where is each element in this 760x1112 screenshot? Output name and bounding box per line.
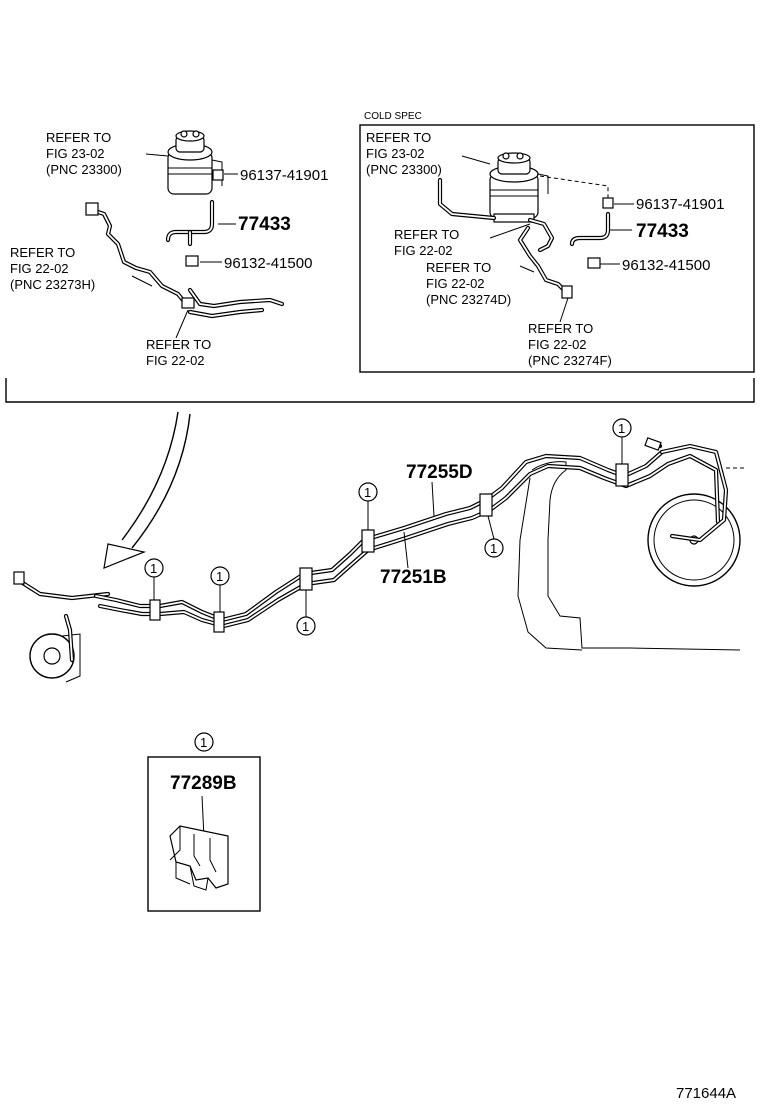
cold-part-hose-label: 77433 [636,221,689,242]
cold-refer-filter-line2: FIG 23-02 [366,146,425,161]
svg-text:1: 1 [490,541,497,556]
part-clip-label: 96132-41500 [224,255,312,272]
clamp-marker-1d [361,529,375,553]
tube-end-fitting-icon [85,202,99,216]
refer-filter-line1: REFER TO [46,130,111,145]
rear-drum-icon [647,493,741,587]
cold-refer-tube-d-line2: FIG 22-02 [426,276,485,291]
figure-id: 771644A [676,1085,736,1102]
cold-refer-filter-line3: (PNC 23300) [366,162,442,177]
clamp-marker-1e [479,493,493,517]
svg-text:1: 1 [302,619,309,634]
cold-hose-clamp-icon [602,197,614,209]
clip-icon [185,255,199,267]
cold-part-hose-clamp-label: 96137-41901 [636,196,724,213]
part-clamp-label: 77289B [170,773,237,794]
svg-text:1: 1 [150,561,157,576]
cold-spec-title: COLD SPEC [364,111,422,122]
section-separator [5,378,755,403]
main-fuel-line-diagram: 1 1 1 1 1 1 77255D 77251B [13,411,744,683]
svg-text:1: 1 [618,421,625,436]
cold-tube-end-icon [561,285,573,299]
cold-refer-filter-line1: REFER TO [366,130,431,145]
clamp-marker-1a [149,599,161,621]
svg-text:1: 1 [216,569,223,584]
cold-spec-box: COLD SPEC [359,111,755,373]
cold-refer-joint-line1: REFER TO [394,227,459,242]
refer-tube-line3: (PNC 23273H) [10,277,95,292]
detail-marker: 1 [200,735,207,750]
top-left-subdiagram: REFER TO FIG 23-02 (PNC 23300) 96137-419… [10,130,328,368]
refer-joint-line2: FIG 22-02 [146,353,205,368]
cold-tube-23274d-icon [517,225,569,295]
svg-text:1: 1 [364,485,371,500]
clamp-marker-1c [299,567,313,591]
clamp-detail: 1 77289B [147,732,261,912]
cold-part-clip-label: 96132-41500 [622,257,710,274]
refer-tube-line1: REFER TO [10,245,75,260]
refer-filter-line3: (PNC 23300) [46,162,122,177]
refer-joint-line1: REFER TO [146,337,211,352]
joint-icon [181,297,195,309]
cold-refer-joint-line2: FIG 22-02 [394,243,453,258]
cold-fuel-filter-icon [489,152,549,223]
cold-refer-tube-d-line1: REFER TO [426,260,491,275]
cold-clip-icon [587,257,601,269]
cold-hose-icon [569,211,611,247]
body-frame-outline [531,461,741,651]
clamp-callouts: 1 1 1 1 1 1 [144,418,632,636]
refer-tube-line2: FIG 22-02 [10,261,69,276]
part-hose-label: 77433 [238,214,291,235]
refer-filter-line2: FIG 23-02 [46,146,105,161]
hose-clamp-icon [212,169,224,181]
cold-tube-inlet-icon [437,177,497,221]
part-upper-tube-label: 77255D [406,462,473,483]
tube-23273h-icon [89,207,189,307]
cold-refer-tube-d-line3: (PNC 23274D) [426,292,511,307]
cold-refer-tube-f-line1: REFER TO [528,321,593,336]
pointer-arrow-icon [121,411,179,541]
clamp-marker-1b [213,611,225,633]
cold-refer-tube-f-line3: (PNC 23274F) [528,353,612,368]
fuel-filter-icon [167,130,223,195]
arrow-head-icon [103,543,147,569]
part-hose-clamp-label: 96137-41901 [240,167,328,184]
part-lower-tube-label: 77251B [380,567,447,588]
clamp-part-icon [169,825,229,891]
clamp-marker-1f [615,463,629,487]
cold-refer-tube-f-line2: FIG 22-02 [528,337,587,352]
